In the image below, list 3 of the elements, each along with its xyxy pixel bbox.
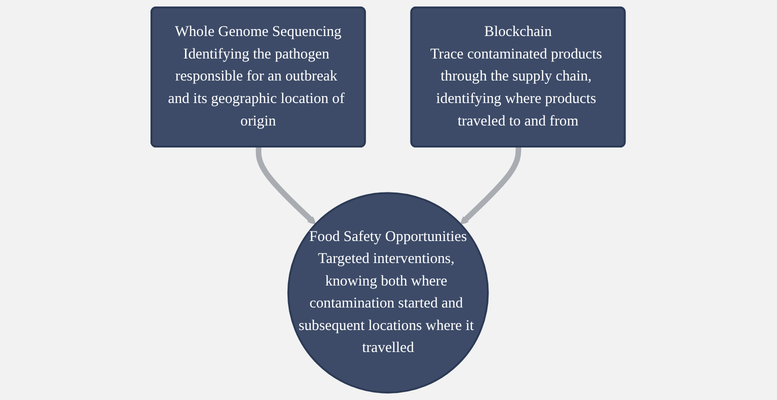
node-circle: Food Safety Opportunities Targeted interventions, knowing both where contamination started and subsequent locations where it travelled xyxy=(288,192,490,394)
arrow xyxy=(460,147,522,225)
arrow xyxy=(256,147,316,225)
